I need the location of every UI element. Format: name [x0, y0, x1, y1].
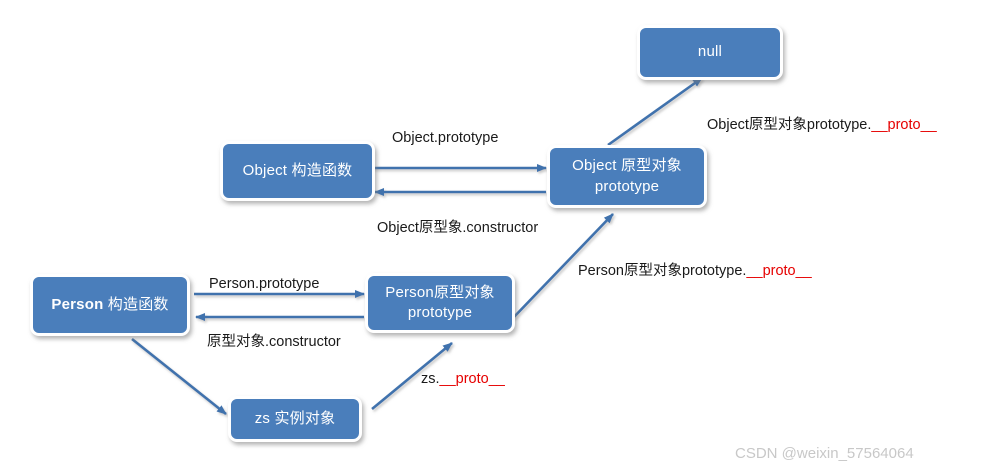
node-person-constructor[interactable]: Person 构造函数 [30, 274, 190, 336]
label-zs-proto-chain: zs.__proto__ [421, 371, 505, 387]
node-person-constructor-suffix: 构造函数 [103, 295, 169, 313]
label-object-prototype-constructor: Object原型象.constructor [377, 220, 539, 236]
node-person-constructor-name: Person [51, 295, 104, 313]
label-person-proto-chain: Person原型对象prototype.__proto__ [578, 259, 812, 280]
label-object-proto-chain-prefix: Object原型对象prototype. [707, 117, 872, 133]
node-person-prototype-label: Person原型对象 [385, 283, 495, 301]
node-zs-instance-label: zs 实例对象 [254, 409, 336, 427]
label-person-prototype-constructor: 原型对象.constructor [207, 334, 341, 350]
node-zs-instance[interactable]: zs 实例对象 [228, 396, 362, 442]
csdn-watermark: CSDN @weixin_57564064 [735, 445, 914, 462]
node-object-constructor[interactable]: Object 构造函数 [220, 141, 375, 201]
arrow-person-prototype-to-object-prototype [512, 213, 614, 319]
label-zs-proto-chain-proto: __proto__ [439, 371, 505, 387]
arrow-object-prototype-to-null [607, 76, 703, 147]
label-person-proto-chain-proto: __proto__ [746, 263, 812, 279]
label-object-prototype: Object.prototype [392, 130, 499, 146]
node-person-prototype-sublabel: prototype [407, 304, 473, 321]
node-object-prototype-sublabel: prototype [594, 177, 660, 195]
label-object-proto-chain-proto: __proto__ [871, 117, 937, 133]
arrow-zs-to-person-prototype [371, 341, 453, 411]
node-object-prototype-label: Object 原型对象 [572, 157, 682, 175]
label-object-proto-chain: Object原型对象prototype.__proto__ [707, 113, 937, 134]
node-object-prototype[interactable]: Object 原型对象 prototype [547, 145, 707, 208]
label-person-proto-chain-prefix: Person原型对象prototype. [578, 263, 747, 279]
node-null[interactable]: null [637, 25, 783, 80]
arrow-person-constructor-to-zs [131, 337, 227, 416]
node-null-label: null [697, 43, 723, 61]
label-zs-proto-chain-prefix: zs. [421, 371, 440, 387]
node-object-constructor-label: Object 构造函数 [242, 161, 353, 179]
label-person-prototype: Person.prototype [209, 276, 320, 292]
node-person-prototype[interactable]: Person原型对象 prototype [365, 273, 515, 333]
